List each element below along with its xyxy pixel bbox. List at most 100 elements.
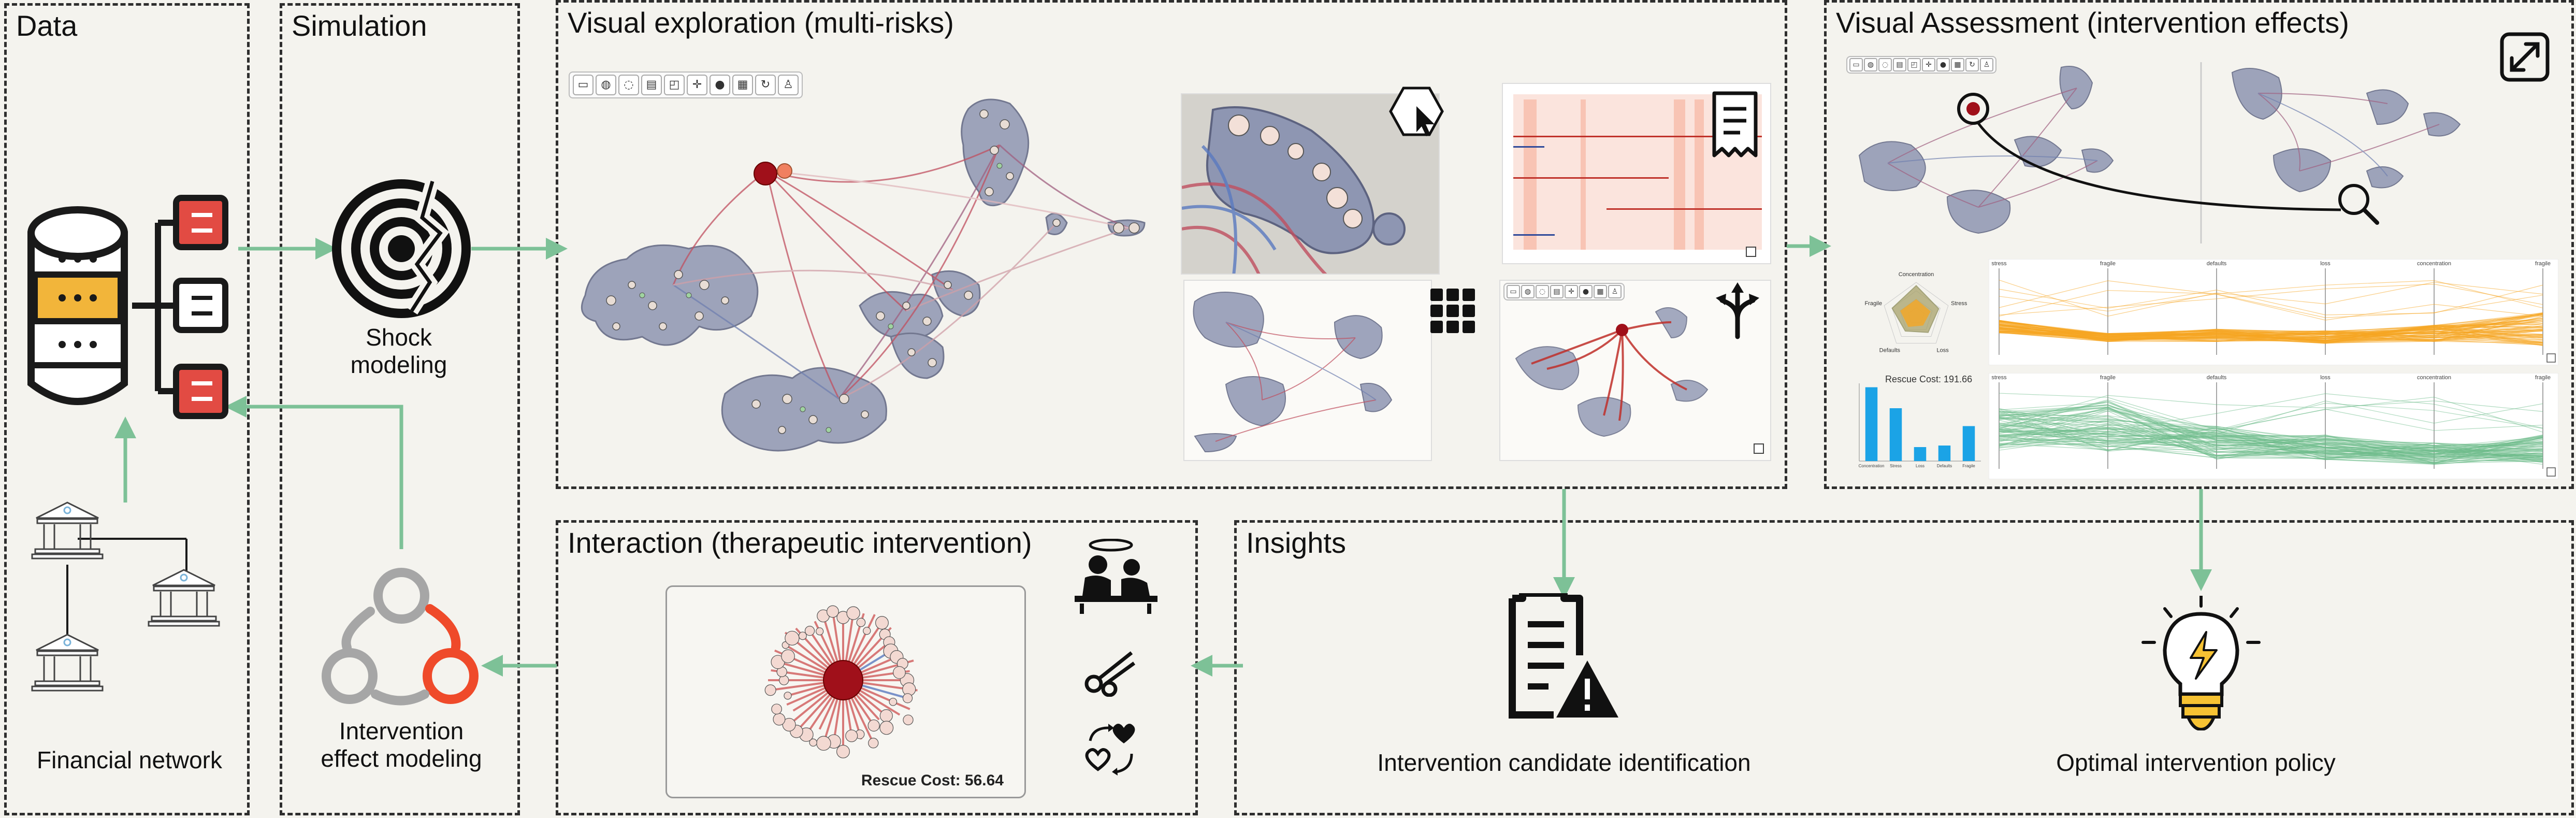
star-node xyxy=(816,736,831,751)
radar-label: Fragile xyxy=(1864,300,1882,307)
tool-icon[interactable]: ◍ xyxy=(1864,58,1877,71)
star-node xyxy=(782,717,796,731)
pcp-line xyxy=(1999,321,2543,342)
pcp-axis-label: concentration xyxy=(2417,375,2451,381)
pcp-line xyxy=(1999,280,2543,321)
tool-icon[interactable]: ● xyxy=(1936,58,1950,71)
pcp-line xyxy=(1999,413,2543,452)
tool-icon[interactable]: ♙ xyxy=(1608,285,1622,298)
star-node xyxy=(773,713,786,726)
star-node xyxy=(846,606,860,620)
directions-icon xyxy=(1716,282,1759,339)
bar-label: Defaults xyxy=(1937,464,1952,468)
document-icon xyxy=(1712,91,1758,157)
tool-icon[interactable]: ↻ xyxy=(1965,58,1979,71)
zoom-icon xyxy=(2338,184,2379,225)
bar-label: Stress xyxy=(1890,464,1902,468)
tool-icon[interactable]: ▭ xyxy=(1849,58,1863,71)
star-node xyxy=(804,626,815,636)
pcp-line xyxy=(1999,409,2543,460)
select-tool-icon[interactable]: ◰ xyxy=(664,75,685,95)
pcp-line xyxy=(1999,408,2543,464)
tool-icon[interactable]: ▤ xyxy=(1893,58,1906,71)
tool-icon[interactable]: ◌ xyxy=(1536,285,1549,298)
pcp-line xyxy=(1999,312,2543,340)
scissors-icon xyxy=(1084,651,1136,697)
cursor-icon xyxy=(1389,87,1444,136)
database-icon xyxy=(27,195,228,419)
star-node xyxy=(879,721,894,735)
assessment-toolbar[interactable]: ▭ ◍ ◌ ▤ ◰ ✛ ● ▦ ↻ ♙ xyxy=(1846,56,1996,74)
pcp-line xyxy=(1999,415,2543,463)
grid-tool-icon[interactable]: ▦ xyxy=(732,75,753,95)
pcp-line xyxy=(1999,409,2543,458)
bar xyxy=(1938,446,1951,461)
tool-icon[interactable]: ✛ xyxy=(1922,58,1935,71)
simulation-panel: Simulation xyxy=(280,3,520,815)
tool-icon[interactable]: ▦ xyxy=(1951,58,1964,71)
heatmap-thumbnail[interactable] xyxy=(1502,83,1771,264)
bank-icon xyxy=(31,634,104,692)
move-tool-icon[interactable]: ✛ xyxy=(687,75,707,95)
financial-network-caption: Financial network xyxy=(37,747,222,773)
pcp-line xyxy=(1999,427,2543,449)
overview-thumbnail[interactable] xyxy=(1183,280,1432,461)
tool-icon[interactable]: ◍ xyxy=(1521,285,1535,298)
tool-icon[interactable]: ◰ xyxy=(1907,58,1921,71)
pcp-line xyxy=(1999,419,2543,456)
star-node xyxy=(893,666,906,679)
tool-icon[interactable]: ♙ xyxy=(1980,58,1993,71)
globe-icon[interactable]: ◍ xyxy=(596,75,616,95)
pcp-line xyxy=(1999,420,2543,450)
tool-icon[interactable]: ▦ xyxy=(1594,285,1607,298)
intervention-graph-box[interactable]: Rescue Cost: 56.64 xyxy=(665,585,1026,798)
pcp-line xyxy=(1999,426,2543,456)
user-tool-icon[interactable]: ♙ xyxy=(778,75,799,95)
pcp-line xyxy=(1999,320,2543,338)
star-graph xyxy=(764,605,918,758)
warning-doc-icon xyxy=(1509,593,1618,719)
rescue-cost-label: Rescue Cost: 56.64 xyxy=(861,772,1004,789)
expand-icon[interactable] xyxy=(2499,31,2551,83)
tool-icon[interactable]: ● xyxy=(1579,285,1593,298)
tool-icon[interactable]: ▤ xyxy=(1550,285,1564,298)
star-node xyxy=(836,744,850,758)
main-graph-toolbar[interactable]: ▭ ◍ ◌ ▤ ◰ ✛ ● ▦ ↻ ♙ xyxy=(569,71,803,98)
pcp-line xyxy=(1999,319,2543,342)
zoom-view-thumbnail[interactable] xyxy=(1181,93,1440,275)
document-tool-icon[interactable]: ▤ xyxy=(641,75,662,95)
pcp-line xyxy=(1999,283,2543,315)
data-panel: Data xyxy=(4,3,250,815)
folder-icon[interactable]: ▭ xyxy=(573,75,594,95)
financial-network-diagram xyxy=(31,501,220,692)
star-node xyxy=(863,627,871,635)
palette-icon[interactable]: ● xyxy=(710,75,730,95)
star-node xyxy=(826,605,839,618)
path-view-toolbar[interactable]: ▭ ◍ ◌ ▤ ✛ ● ▦ ♙ xyxy=(1503,283,1625,300)
star-node xyxy=(845,729,858,742)
pcp-line xyxy=(1999,284,2543,315)
pcp-axis-label: loss xyxy=(2320,375,2331,381)
path-view-thumbnail[interactable]: ▭ ◍ ◌ ▤ ✛ ● ▦ ♙ xyxy=(1499,280,1771,461)
tool-icon[interactable]: ✛ xyxy=(1565,285,1578,298)
tool-icon[interactable]: ▭ xyxy=(1507,285,1520,298)
lightbulb-icon xyxy=(2141,596,2261,730)
star-node xyxy=(868,738,879,749)
star-node xyxy=(879,709,893,723)
simulation-panel-title: Simulation xyxy=(292,9,427,42)
star-node xyxy=(816,627,824,636)
tool-icon[interactable]: ◌ xyxy=(1878,58,1892,71)
shock-modeling-caption: Shock modeling xyxy=(350,324,447,378)
lasso-icon[interactable]: ◌ xyxy=(618,75,639,95)
pcp-axis-label: concentration xyxy=(2417,261,2451,267)
pcp-axis-label: stress xyxy=(1991,261,2007,267)
bar xyxy=(1865,387,1878,461)
pcp-line xyxy=(1999,410,2543,460)
data-panel-title: Data xyxy=(16,9,78,42)
pcp-line xyxy=(1999,437,2543,458)
refresh-tool-icon[interactable]: ↻ xyxy=(755,75,776,95)
